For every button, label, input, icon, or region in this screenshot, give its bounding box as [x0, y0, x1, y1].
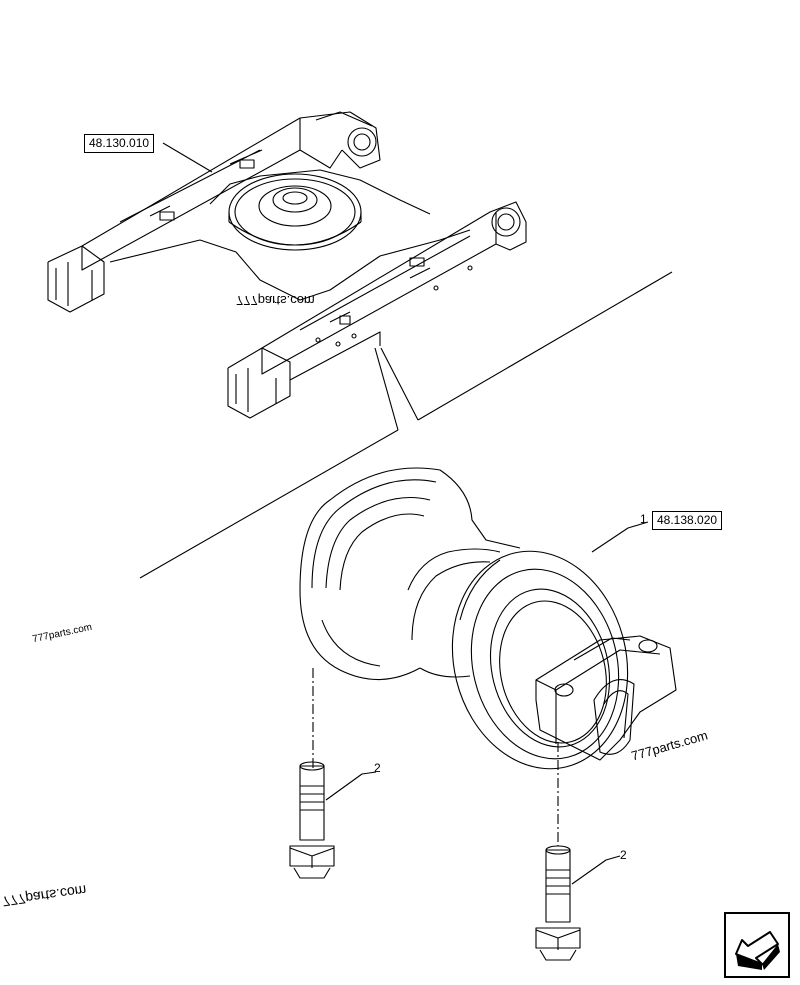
bolt-left-item-number: 2: [374, 761, 381, 775]
track-roller: [299, 467, 677, 770]
bolt-right-leader: [571, 855, 621, 885]
detail-projection-lines: [139, 271, 673, 579]
bolt-right-item-number: 2: [620, 848, 627, 862]
roller-item-number: 1: [640, 512, 647, 526]
bolt-left-leader: [325, 771, 377, 801]
bolt-left: [289, 761, 335, 879]
watermark-top: 777parts.com: [236, 293, 315, 308]
arrow-down-left-icon: [735, 931, 780, 970]
undercarriage-frame: [47, 111, 527, 419]
roller-leader: [591, 521, 649, 553]
roller-reference-box[interactable]: 48.138.020: [652, 511, 723, 530]
frame-reference-box[interactable]: 48.130.010: [84, 134, 155, 153]
frame-ref-leader: [162, 142, 213, 173]
previous-page-button[interactable]: [724, 912, 790, 978]
bolt-right: [535, 845, 581, 961]
